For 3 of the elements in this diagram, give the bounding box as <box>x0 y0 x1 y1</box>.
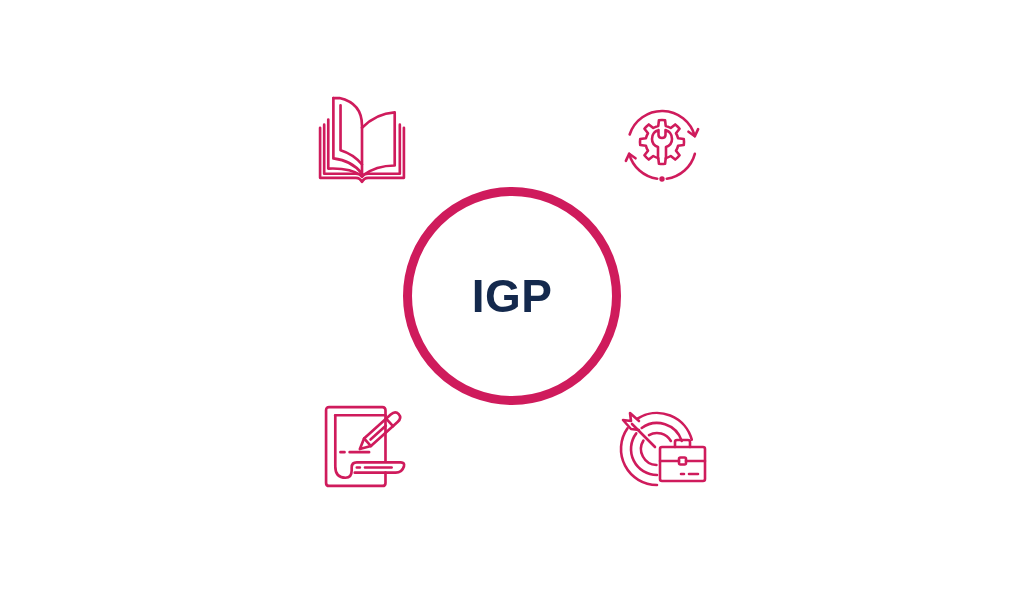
document-pencil-icon <box>324 404 406 488</box>
target-arrow-briefcase-icon <box>619 409 707 487</box>
center-label: IGP <box>471 273 553 319</box>
